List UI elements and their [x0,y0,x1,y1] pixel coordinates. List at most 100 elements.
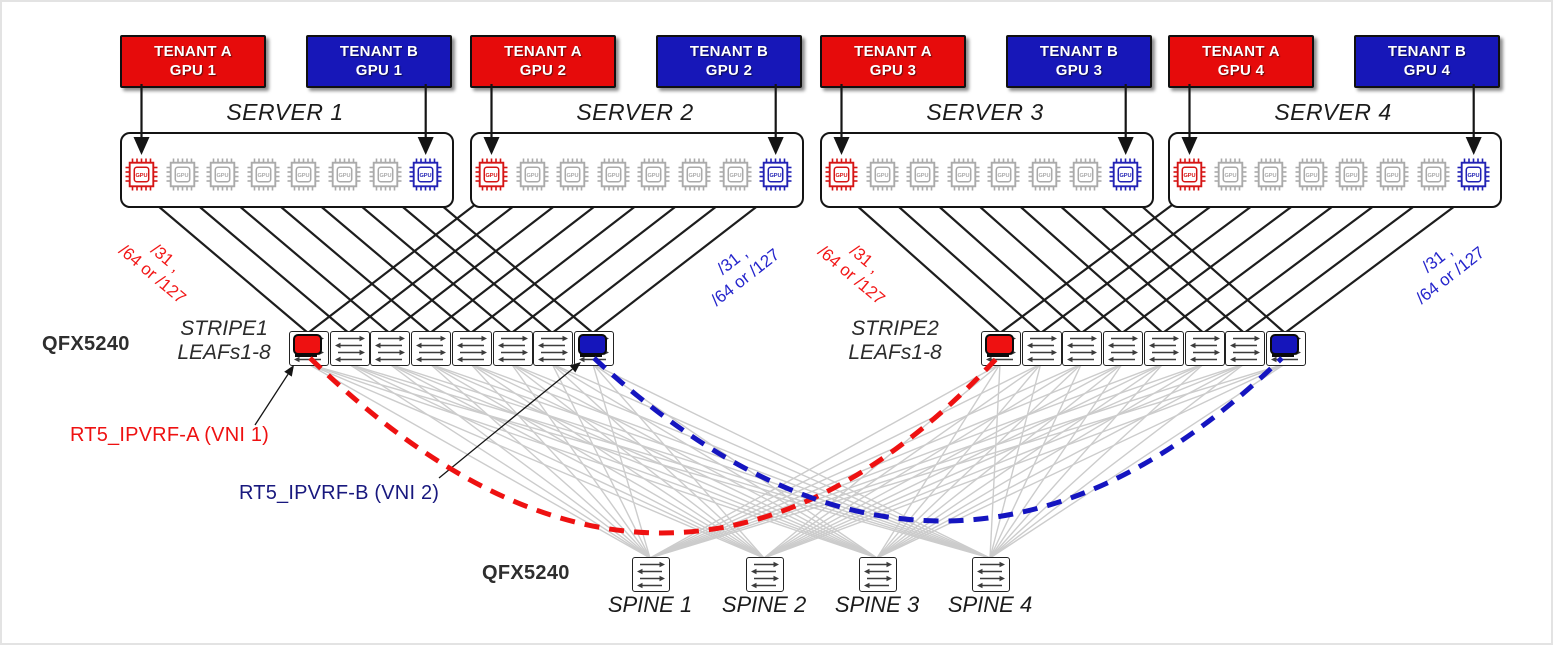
gpu-chip-icon: GPU [206,158,239,191]
gpu-chip-icon: GPU [516,158,549,191]
stripe2-leaf5-switch [1143,331,1184,366]
tenant-label-line2: GPU 3 [1055,61,1103,79]
gpu-chip-icon-tenant-a: GPU [125,158,158,191]
svg-text:GPU: GPU [1120,173,1132,179]
svg-text:GPU: GPU [176,173,188,179]
gpu-chip-icon: GPU [678,158,711,191]
stripe1-leaf4-switch [411,331,452,366]
gpu-chip-icon: GPU [1335,158,1368,191]
gpu-chip-icon: GPU [1028,158,1061,191]
svg-text:GPU: GPU [1427,173,1439,179]
stripe1-leaf6-switch [492,331,533,366]
spine-1-switch [632,557,670,592]
svg-text:GPU: GPU [379,173,391,179]
svg-text:GPU: GPU [135,173,147,179]
gpu-chip-icon: GPU [1376,158,1409,191]
gpu-chip-icon: GPU [287,158,320,191]
spine-2-switch [746,557,784,592]
tenant-label-line1: TENANT A [854,42,932,60]
svg-text:GPU: GPU [957,173,969,179]
svg-text:GPU: GPU [1265,173,1277,179]
tenant-label-line2: GPU 2 [705,61,753,79]
svg-text:GPU: GPU [217,173,229,179]
vrf-a-terminal-icon [293,334,322,355]
gpu-chip-icon-tenant-b: GPU [1457,158,1490,191]
stripe1-leaf7-switch [533,331,574,366]
svg-text:GPU: GPU [485,173,497,179]
stripe1-leaf5-switch [451,331,492,366]
tenant-label-line2: GPU 3 [869,61,917,79]
svg-text:GPU: GPU [876,173,888,179]
gpu-chip-icon-tenant-b: GPU [759,158,792,191]
gpu-chip-icon-tenant-a: GPU [1173,158,1206,191]
gpu-chip-icon-tenant-a: GPU [475,158,508,191]
svg-text:GPU: GPU [1305,173,1317,179]
gpu-chip-icon: GPU [947,158,980,191]
tenant-label-line2: GPU 1 [169,61,217,79]
svg-text:GPU: GPU [257,173,269,179]
tenant-label-line1: TENANT B [339,42,419,60]
gpu-chip-icon: GPU [1295,158,1328,191]
server-4-label: SERVER 4 [1274,99,1392,125]
server-2-label: SERVER 2 [576,99,694,125]
svg-text:GPU: GPU [420,173,432,179]
terminal-base [295,354,317,357]
terminal-base [579,354,602,357]
svg-text:GPU: GPU [1183,173,1195,179]
stripe2-leaf4-switch [1103,331,1144,366]
stripe2-leaf7-switch [1225,331,1266,366]
gpu-chip-icon: GPU [369,158,402,191]
spine-4-label: SPINE 4 [947,592,1033,617]
svg-text:GPU: GPU [607,173,619,179]
gpu-chip-icon-tenant-b: GPU [409,158,442,191]
gpu-chip-icon: GPU [1254,158,1287,191]
spine-1-label: SPINE 1 [607,592,693,617]
svg-text:GPU: GPU [770,173,782,179]
gpu-chip-icon: GPU [556,158,589,191]
stripe2-leaf2-switch [1021,331,1062,366]
terminal-base [1271,354,1294,357]
stripe2-leaf3-switch [1062,331,1103,366]
spine-2-label: SPINE 2 [721,592,807,617]
gpu-chip-icon: GPU [597,158,630,191]
vrf-b-terminal-icon [577,334,607,355]
tenant-label-line2: GPU 2 [519,61,567,79]
svg-text:GPU: GPU [648,173,660,179]
svg-text:GPU: GPU [567,173,579,179]
terminal-base [987,354,1009,357]
svg-text:GPU: GPU [1386,173,1398,179]
svg-text:GPU: GPU [1079,173,1091,179]
vrf-a-terminal-icon [985,334,1014,355]
gpu-chip-icon-tenant-a: GPU [825,158,858,191]
gpu-chip-icon: GPU [1069,158,1102,191]
spine-4-switch [972,557,1010,592]
gpu-chip-icon: GPU [1417,158,1450,191]
server-1-label: SERVER 1 [226,99,344,125]
svg-text:GPU: GPU [688,173,700,179]
stripe1-leaf2-switch [329,331,370,366]
gpu-chip-icon: GPU [637,158,670,191]
svg-text:GPU: GPU [917,173,929,179]
svg-text:GPU: GPU [729,173,741,179]
spine-3-switch [859,557,897,592]
svg-text:GPU: GPU [835,173,847,179]
gpu-chip-icon: GPU [1214,158,1247,191]
vrf-b-terminal-icon [1269,334,1299,355]
svg-text:GPU: GPU [338,173,350,179]
svg-text:GPU: GPU [1224,173,1236,179]
svg-text:GPU: GPU [298,173,310,179]
tenant-label-line1: TENANT A [154,42,232,60]
tenant-label-line1: TENANT A [504,42,582,60]
tenant-label-line2: GPU 1 [355,61,403,79]
svg-text:GPU: GPU [1468,173,1480,179]
tenant-label-line1: TENANT A [1202,42,1280,60]
stripe1-leaf3-switch [370,331,411,366]
